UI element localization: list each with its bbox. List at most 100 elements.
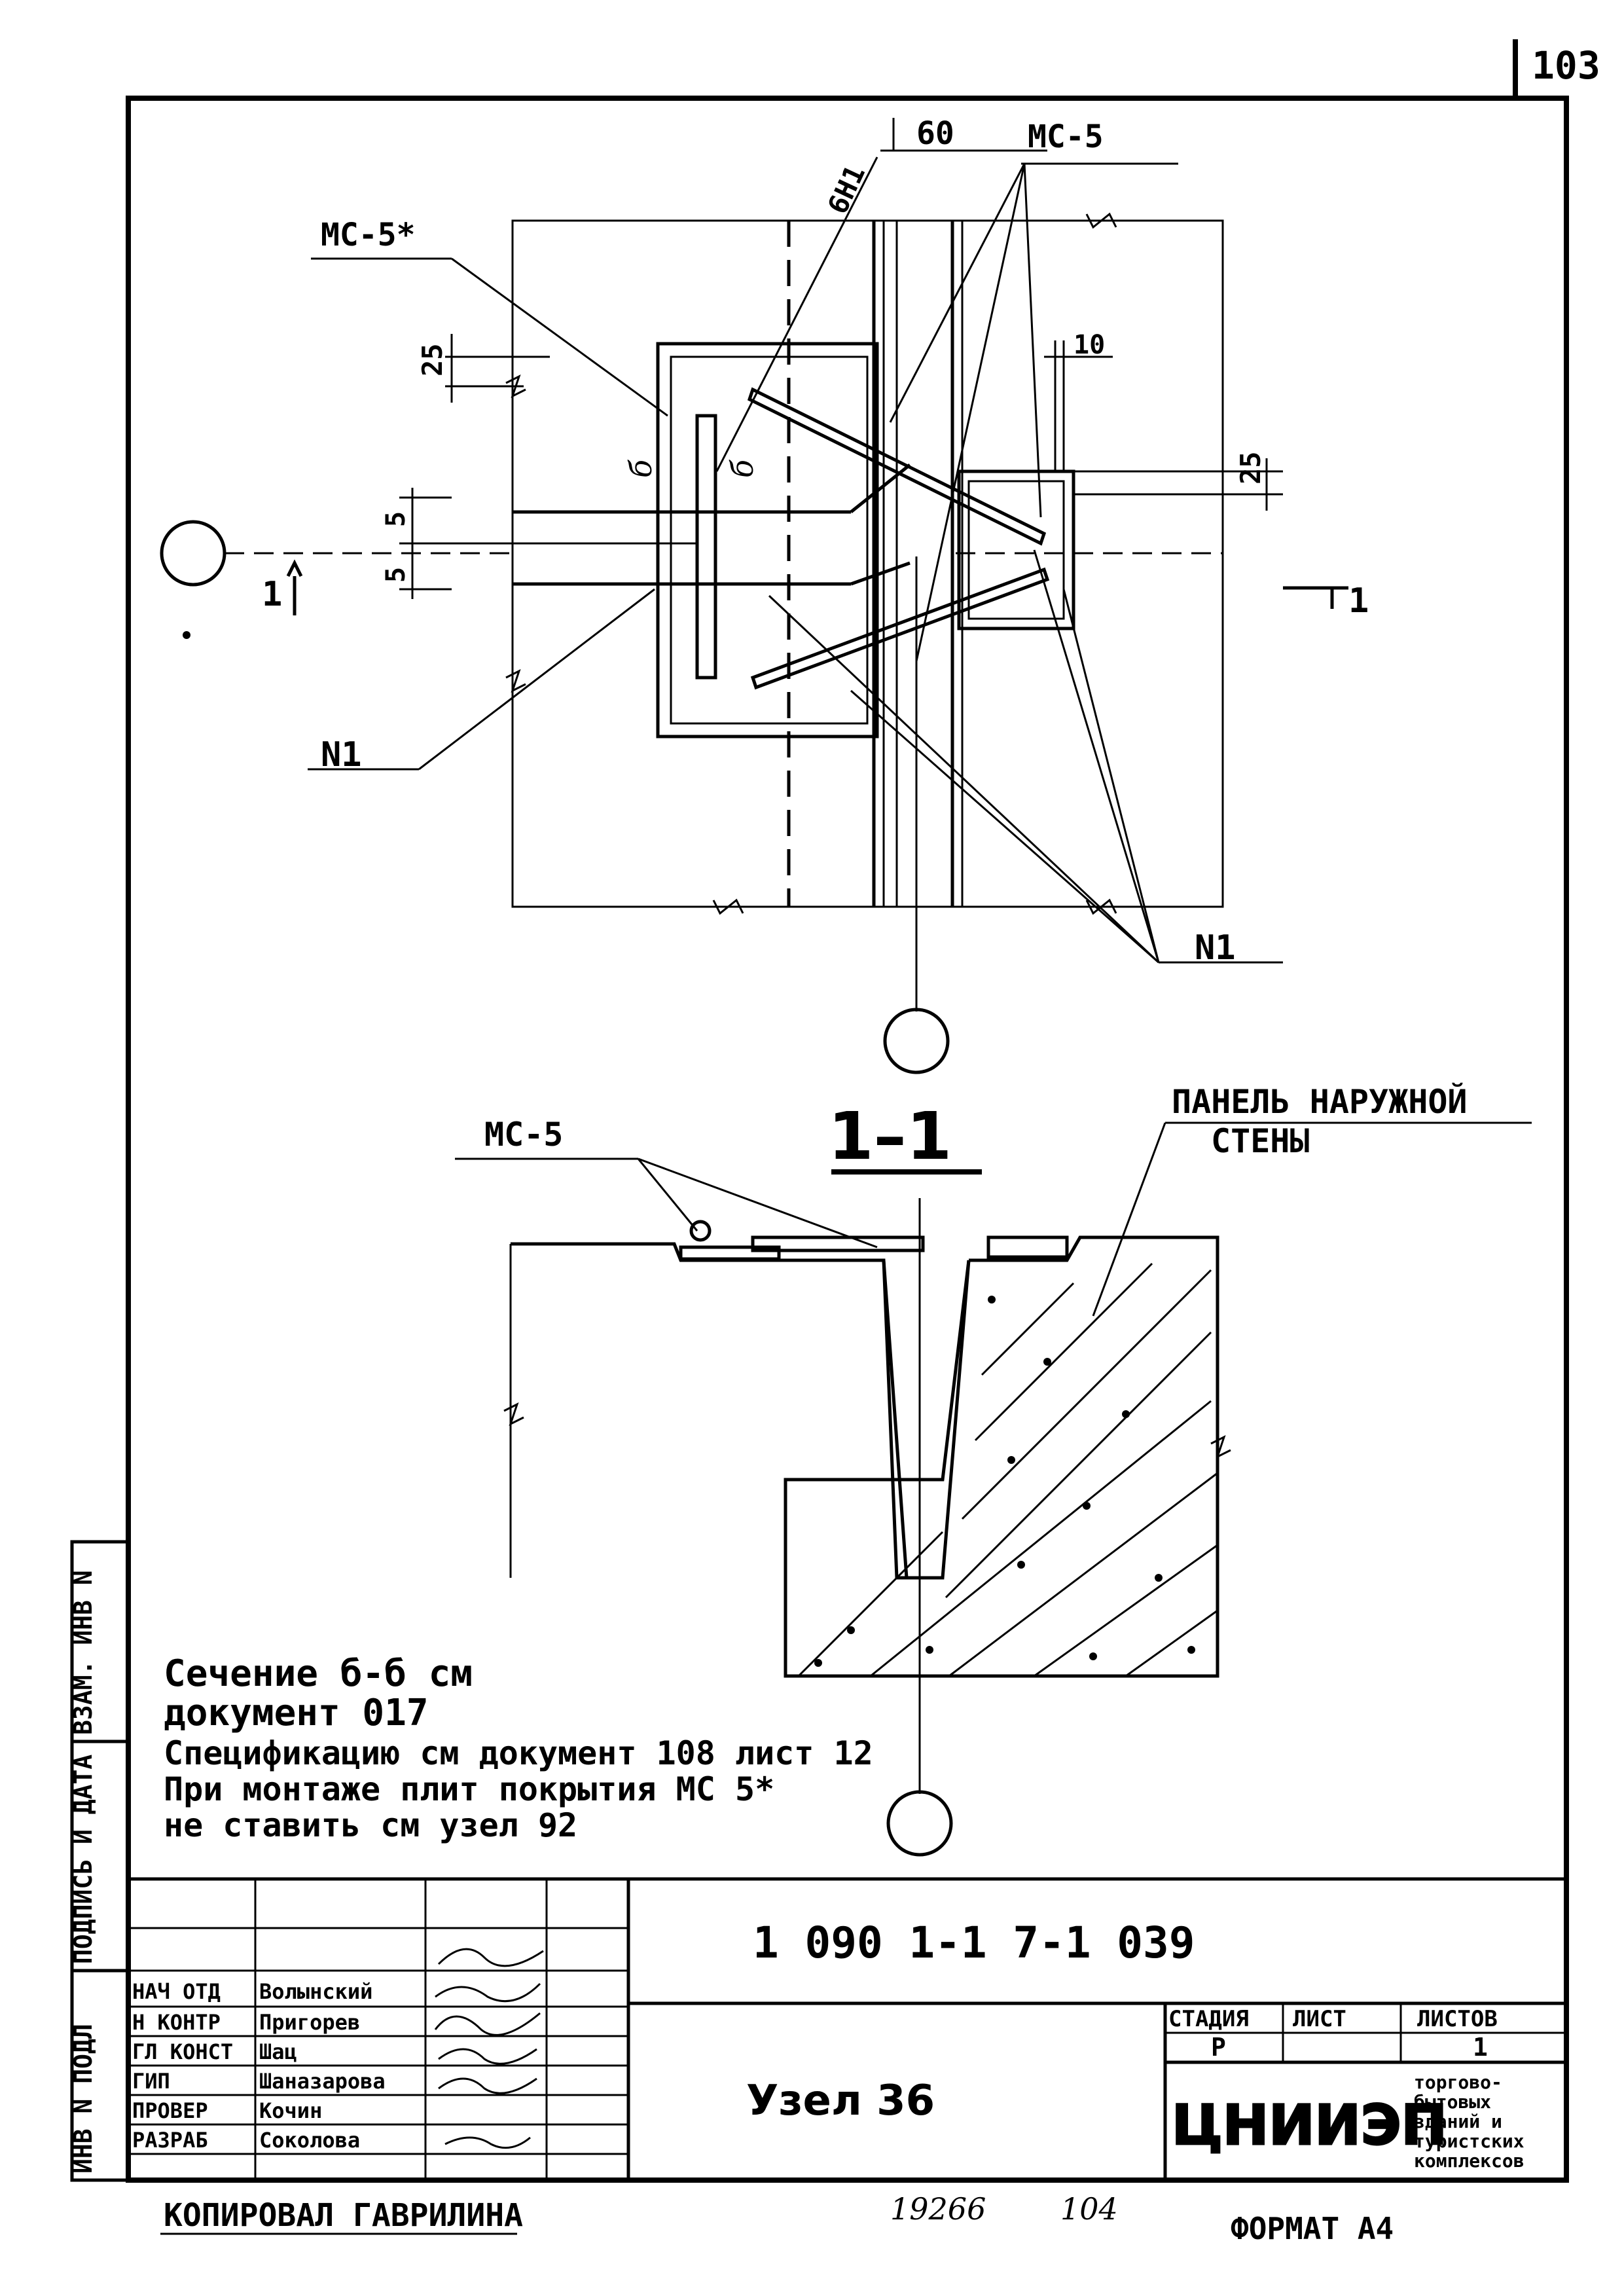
section-bar-ms5 bbox=[689, 1220, 712, 1242]
org-desc-line: бытовых bbox=[1414, 2091, 1491, 2113]
staff-name: Шаназарова bbox=[259, 2069, 386, 2094]
leader-n1-left bbox=[418, 588, 655, 771]
leader-ms5 bbox=[1023, 163, 1042, 518]
section-mark-right: 1 bbox=[1348, 581, 1369, 621]
signatures bbox=[434, 1948, 544, 2149]
label-n1-right: N1 bbox=[1195, 928, 1236, 968]
org-name: ЦНИИЭП bbox=[1172, 2093, 1447, 2157]
org-desc-line: туристских bbox=[1414, 2130, 1525, 2152]
staff-role: ГИП bbox=[132, 2069, 170, 2094]
section-plate-ms5 bbox=[679, 1245, 781, 1261]
sheets-header: ЛИСТОВ bbox=[1417, 2006, 1498, 2032]
page-number: 103 bbox=[1532, 43, 1600, 88]
stamp-inv-podl: ИНВ N ПОДЛ bbox=[69, 2024, 98, 2174]
axis-bubble-left bbox=[160, 520, 226, 587]
label-b-1: б bbox=[623, 459, 659, 478]
panel-label-line1: ПАНЕЛЬ НАРУЖНОЙ bbox=[1172, 1082, 1468, 1121]
section-label-ms5: МС-5 bbox=[484, 1116, 563, 1154]
right-embedded-plate-inner bbox=[967, 480, 1065, 620]
section-anchor bbox=[882, 1260, 971, 1580]
note-line: Спецификацию см документ 108 лист 12 bbox=[164, 1734, 873, 1772]
dim-5-top-label: 5 bbox=[381, 511, 411, 527]
section-aggregate bbox=[814, 1296, 1195, 1667]
section-title: 1–1 bbox=[828, 1098, 952, 1175]
staff-name: Пригорев bbox=[259, 2010, 360, 2035]
org-desc-line: зданий и bbox=[1414, 2111, 1502, 2132]
note-line: документ 017 bbox=[164, 1692, 429, 1734]
staff-role: Н КОНТР bbox=[132, 2010, 221, 2035]
staff-role: ГЛ КОНСТ bbox=[132, 2039, 233, 2064]
dim-5-bottom-label: 5 bbox=[381, 567, 411, 583]
leader-n1-right bbox=[850, 689, 1159, 964]
leader-ms5 bbox=[889, 163, 1026, 423]
left-embedded-plate bbox=[656, 342, 879, 738]
sheets-value: 1 bbox=[1473, 2033, 1488, 2062]
panel-label-line2: СТЕНЫ bbox=[1211, 1122, 1310, 1160]
leader-6n1 bbox=[715, 156, 878, 472]
copied-by: КОПИРОВАЛ ГАВРИЛИНА bbox=[164, 2197, 523, 2234]
doc-code: 1 090 1-1 7-1 039 bbox=[753, 1918, 1195, 1968]
ms5-star-bar bbox=[695, 414, 717, 680]
note-line: Сечение б-б см bbox=[164, 1652, 473, 1695]
title-block: 1 090 1-1 7-1 039 Узел 36 СТАДИЯ ЛИСТ ЛИ… bbox=[126, 1877, 1568, 2182]
plan-view: 60 6Н1 МС-5 МС-5* 25 5 5 10 25 bbox=[160, 115, 1369, 1074]
dim-25-right-label: 25 bbox=[1235, 451, 1267, 484]
label-ms5-star: МС-5* bbox=[321, 217, 416, 253]
note-line: При монтаже плит покрытия МС 5* bbox=[164, 1770, 774, 1808]
break-mark bbox=[712, 898, 744, 915]
break-mark bbox=[505, 669, 526, 693]
left-embedded-plate-inner bbox=[670, 355, 869, 725]
dim-60-label: 60 bbox=[916, 115, 954, 152]
staff-name: Кочин bbox=[259, 2098, 322, 2123]
leader-n1-right bbox=[1062, 589, 1160, 963]
order-sheet: 104 bbox=[1060, 2191, 1118, 2227]
beam-haunch bbox=[850, 464, 911, 586]
section-plate-panel bbox=[986, 1235, 1069, 1259]
order-number: 19266 bbox=[890, 2191, 986, 2227]
label-6n1: 6Н1 bbox=[821, 160, 871, 219]
section-mark-left: 1 bbox=[262, 575, 282, 614]
staff-role: РАЗРАБ bbox=[132, 2128, 208, 2153]
axis-bubble-section bbox=[886, 1790, 953, 1857]
section-view: 1–1 МС-5 ПАНЕЛЬ НАРУЖНОЙ СТЕНЫ bbox=[455, 1082, 1532, 1857]
section-slab-left bbox=[511, 1242, 910, 1580]
staff-role: ПРОВЕР bbox=[132, 2098, 208, 2123]
dim-10-label: 10 bbox=[1074, 330, 1105, 360]
leader-n1-right bbox=[1033, 549, 1160, 963]
dim-25-left-label: 25 bbox=[416, 343, 448, 376]
section-mark-left-arrow bbox=[286, 559, 303, 577]
dot-mark bbox=[183, 631, 190, 639]
drawing-name: Узел 36 bbox=[746, 2077, 935, 2125]
anchor-bar-lower bbox=[750, 567, 1050, 690]
label-n1-left: N1 bbox=[321, 735, 362, 774]
section-plate-top bbox=[751, 1235, 925, 1252]
plan-slab-outline bbox=[511, 219, 1224, 908]
axis-bubble-bottom bbox=[883, 1008, 950, 1074]
org-desc-line: комплексов bbox=[1414, 2150, 1525, 2172]
stage-header: СТАДИЯ bbox=[1168, 2006, 1249, 2032]
leader-ms5 bbox=[915, 163, 1026, 662]
org-desc-line: торгово- bbox=[1414, 2071, 1502, 2093]
break-mark bbox=[1210, 1435, 1231, 1459]
anchor-bar-upper bbox=[747, 387, 1047, 546]
label-ms5-plan: МС-5 bbox=[1028, 118, 1104, 155]
break-mark bbox=[503, 1402, 524, 1426]
label-b-2: б bbox=[725, 459, 760, 478]
side-stamp: ИНВ N ПОДЛ ПОДПИСЬ И ДАТА ВЗАМ. ИНВ N bbox=[69, 1540, 130, 2182]
stamp-podpis: ПОДПИСЬ И ДАТА bbox=[69, 1755, 98, 1964]
staff-name: Соколова bbox=[259, 2128, 360, 2153]
stamp-vzam: ВЗАМ. ИНВ N bbox=[69, 1570, 98, 1735]
stage-value: Р bbox=[1211, 2033, 1226, 2062]
note-line: не ставить см узел 92 bbox=[164, 1806, 577, 1844]
format-label: ФОРМАТ А4 bbox=[1231, 2211, 1394, 2246]
staff-name: Волынский bbox=[259, 1979, 372, 2004]
leader-ms5-star bbox=[451, 257, 668, 417]
break-mark bbox=[1085, 212, 1117, 229]
break-mark bbox=[1085, 898, 1117, 915]
staff-name: Шац bbox=[259, 2039, 297, 2064]
notes: Сечение б-б см документ 017 Спецификацию… bbox=[164, 1652, 873, 1844]
leader-section-ms5 bbox=[638, 1157, 878, 1248]
right-embedded-plate bbox=[957, 469, 1075, 630]
section-panel-hatch bbox=[797, 1262, 1218, 1677]
